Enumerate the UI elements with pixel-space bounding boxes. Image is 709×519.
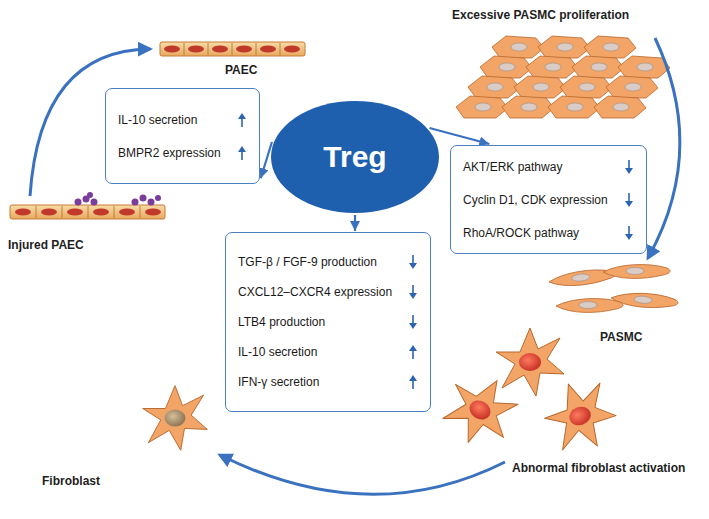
abnormal-fibroblasts — [434, 328, 624, 460]
effect-text: CXCL12–CXCR4 expression — [238, 285, 392, 299]
effect-text: RhoA/ROCK pathway — [463, 226, 579, 240]
effect-arrow — [429, 128, 489, 144]
decrease-arrow — [624, 226, 634, 240]
effect-text: LTB4 production — [238, 315, 325, 329]
effect-row: IL-10 secretion — [118, 103, 247, 136]
effect-row: IFN-γ secretion — [238, 367, 418, 397]
effect-row: CXCL12–CXCR4 expression — [238, 277, 418, 307]
treg-ellipse: Treg — [270, 100, 440, 214]
effect-text: IFN-γ secretion — [238, 375, 319, 389]
cell-type-title: Treg — [323, 140, 386, 174]
effect-row: Cyclin D1, CDK expression — [463, 183, 634, 216]
increase-arrow — [237, 146, 247, 160]
effect-text: Cyclin D1, CDK expression — [463, 193, 608, 207]
decrease-arrow — [408, 285, 418, 299]
ellipse-shape — [271, 101, 439, 213]
increase-arrow — [408, 345, 418, 359]
paec-strip — [160, 42, 305, 56]
effect-arrow — [261, 142, 272, 178]
cell-label: Abnormal fibroblast activation — [512, 461, 685, 475]
decrease-arrow — [408, 315, 418, 329]
increase-arrow — [408, 375, 418, 389]
injured-paec-strip — [10, 192, 165, 219]
pasmc-cells — [548, 265, 678, 313]
effect-box: IL-10 secretionBMPR2 expression — [105, 88, 260, 184]
effect-text: BMPR2 expression — [118, 146, 221, 160]
effect-text: TGF-β / FGF-9 production — [238, 255, 377, 269]
ellipse-text-holder: Treg — [270, 100, 440, 214]
increase-arrow — [237, 113, 247, 127]
effect-text: IL-10 secretion — [118, 113, 197, 127]
effect-arrow — [354, 215, 356, 231]
effect-box: AKT/ERK pathwayCyclin D1, CDK expression… — [450, 145, 647, 254]
decrease-arrow — [624, 193, 634, 207]
decrease-arrow — [624, 160, 634, 174]
effect-text: AKT/ERK pathway — [463, 160, 562, 174]
cell-label: PASMC — [600, 330, 642, 344]
effect-row: TGF-β / FGF-9 production — [238, 247, 418, 277]
cell-label: Fibroblast — [42, 474, 100, 488]
effect-row: RhoA/ROCK pathway — [463, 216, 634, 249]
injury-particles — [75, 192, 162, 206]
decrease-arrow — [408, 255, 418, 269]
effect-box: TGF-β / FGF-9 productionCXCL12–CXCR4 exp… — [225, 232, 431, 412]
effect-text: IL-10 secretion — [238, 345, 317, 359]
cell-label: Injured PAEC — [8, 238, 84, 252]
transition-arrows — [30, 38, 680, 494]
effect-row: LTB4 production — [238, 307, 418, 337]
pasmc-cluster — [456, 36, 670, 118]
effect-row: AKT/ERK pathway — [463, 150, 634, 183]
fibroblast-cell — [143, 386, 208, 451]
cell-label: PAEC — [225, 63, 257, 77]
effect-row: BMPR2 expression — [118, 136, 247, 169]
effect-row: IL-10 secretion — [238, 337, 418, 367]
cell-label: Excessive PASMC proliferation — [452, 8, 629, 22]
